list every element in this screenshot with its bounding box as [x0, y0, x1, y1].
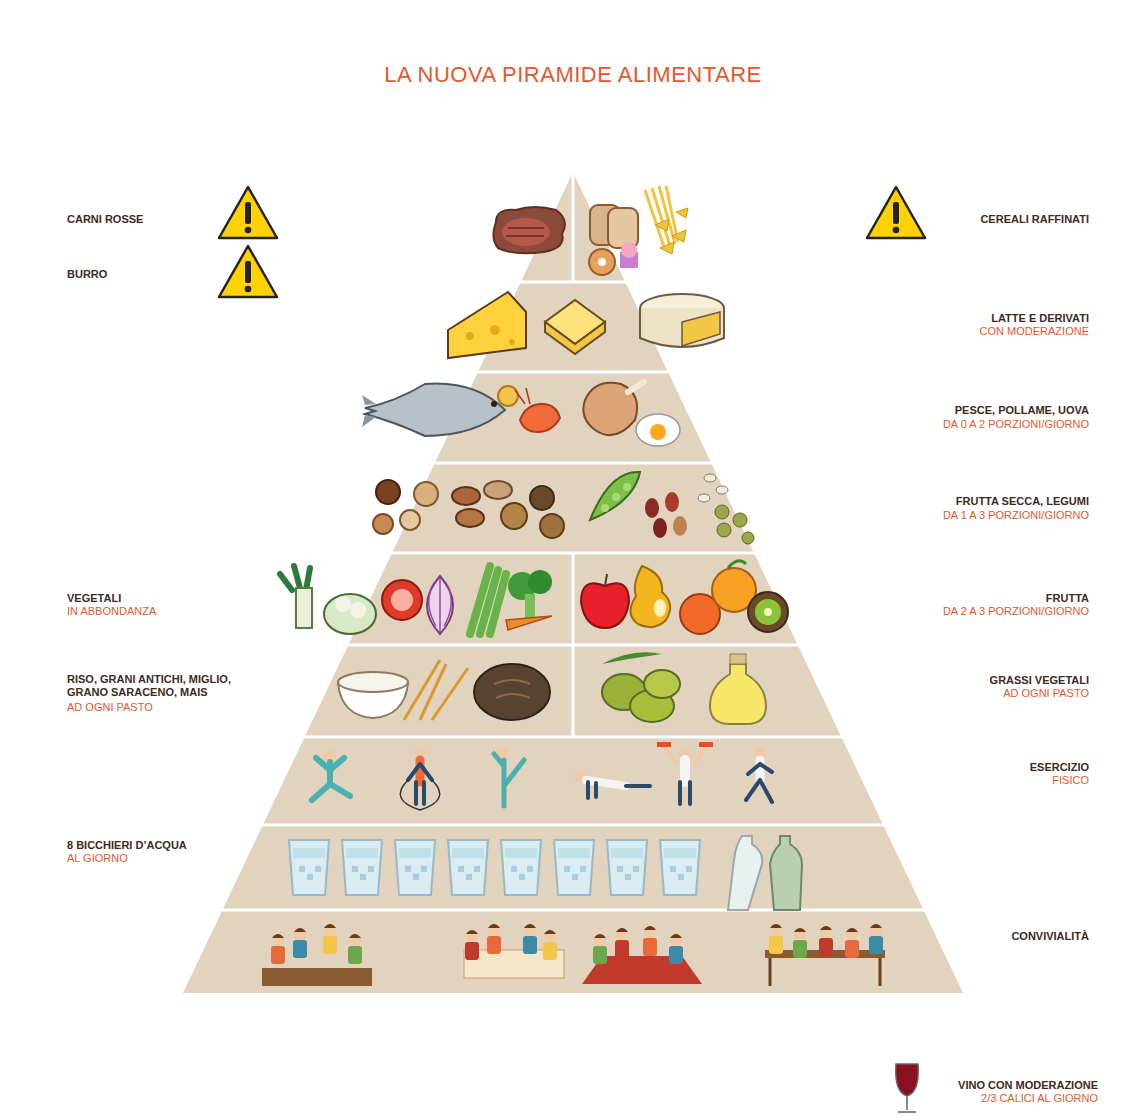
food-group-label: 8 BICCHIERI D’ACQUA: [67, 839, 187, 852]
portion-note: DA 1 A 3 PORZIONI/GIORNO: [943, 509, 1089, 522]
wine-glass: [896, 1064, 919, 1112]
red-meat: [493, 207, 564, 253]
portion-note: DA 2 A 3 PORZIONI/GIORNO: [943, 605, 1089, 618]
food-group-label: FRUTTA SECCA, LEGUMI: [956, 495, 1089, 508]
food-group-label: GRASSI VEGETALI: [990, 674, 1089, 687]
olives-oil: [602, 652, 766, 724]
pyramid-bands: [183, 172, 963, 993]
grains: [338, 660, 550, 720]
portion-note: 2/3 CALICI AL GIORNO: [981, 1092, 1098, 1105]
food-group-label: FRUTTA: [1046, 592, 1089, 605]
food-group-label: CARNI ROSSE: [67, 213, 143, 226]
portion-note: AD OGNI PASTO: [67, 701, 153, 714]
portion-note: CON MODERAZIONE: [980, 325, 1089, 338]
food-group-label: ESERCIZIO: [1030, 761, 1089, 774]
water-bottles: [728, 836, 802, 910]
food-group-label: CONVIVIALITÀ: [1011, 930, 1089, 943]
food-group-label: VINO CON MODERAZIONE: [958, 1079, 1098, 1092]
portion-note: DA 0 A 2 PORZIONI/GIORNO: [943, 418, 1089, 431]
vegetables: [280, 566, 552, 634]
exercise-figures: [312, 742, 772, 810]
warning-sign: [867, 187, 925, 238]
food-group-label: CEREALI RAFFINATI: [980, 213, 1089, 226]
portion-note: FISICO: [1052, 774, 1089, 787]
food-group-label: VEGETALI: [67, 592, 121, 605]
food-group-label: BURRO: [67, 268, 107, 281]
water-glasses: [289, 840, 700, 895]
warning-sign: [219, 187, 277, 238]
food-group-label: LATTE E DERIVATI: [991, 312, 1089, 325]
conviviality-scenes: [262, 924, 885, 986]
food-group-label: RISO, GRANI ANTICHI, MIGLIO, GRANO SARAC…: [67, 673, 257, 699]
portion-note: AD OGNI PASTO: [1003, 687, 1089, 700]
nuts-legumes: [373, 472, 754, 544]
food-group-label: PESCE, POLLAME, UOVA: [955, 404, 1089, 417]
portion-note: AL GIORNO: [67, 852, 128, 865]
warning-sign: [219, 246, 277, 297]
portion-note: IN ABBONDANZA: [67, 605, 156, 618]
fruits: [581, 561, 788, 634]
dairy: [448, 292, 724, 358]
fish-poultry-eggs: [362, 382, 680, 446]
refined-grains: [589, 186, 688, 275]
title: LA NUOVA PIRAMIDE ALIMENTARE: [0, 62, 1146, 88]
